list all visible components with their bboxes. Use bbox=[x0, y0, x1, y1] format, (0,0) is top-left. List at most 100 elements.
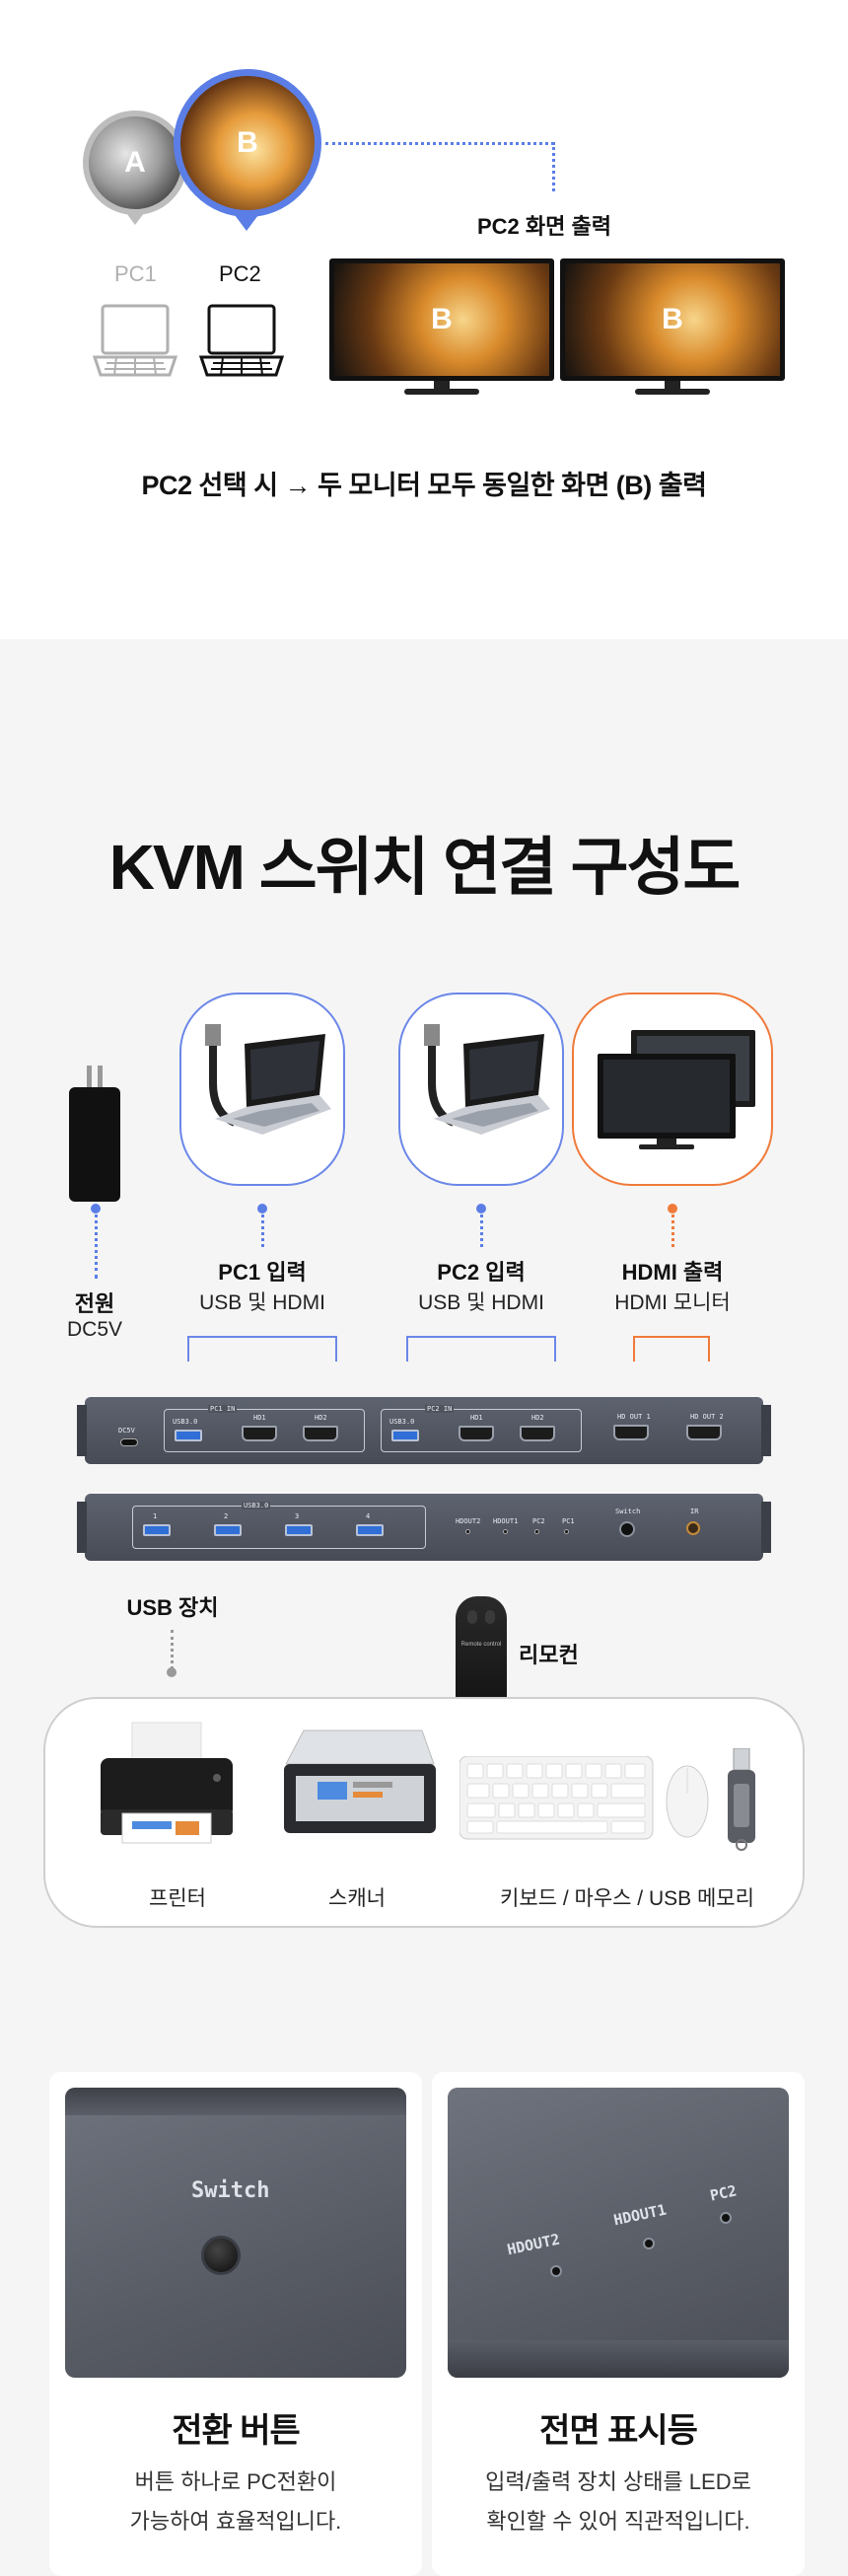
switch-button-photo: Switch bbox=[65, 2088, 406, 2378]
usb-port-4 bbox=[356, 1524, 384, 1536]
feature-title-leds: 전면 표시등 bbox=[539, 2412, 698, 2450]
mouse-icon bbox=[666, 1765, 709, 1838]
pc1-laptop-with-cable-icon bbox=[205, 1024, 331, 1135]
photo-hdout2-label: HDOUT2 bbox=[505, 2230, 562, 2259]
pc2-laptop-with-cable-icon bbox=[424, 1024, 550, 1135]
front-leds-photo: HDOUT2 HDOUT1 PC2 bbox=[448, 2088, 789, 2378]
usb-hub-label: USB3.0 bbox=[242, 1502, 271, 1509]
led-pc1 bbox=[564, 1529, 569, 1534]
power-adapter-icon bbox=[69, 1066, 120, 1202]
led-hdout1 bbox=[503, 1529, 508, 1534]
diagram-title: KVM 스위치 연결 구성도 bbox=[108, 832, 742, 903]
pc1-port-group: PC1 IN USB3.0 HD1 HD2 bbox=[164, 1405, 365, 1452]
kvm-rear-panel: DC5V PC1 IN USB3.0 HD1 HD2 PC2 IN USB3.0… bbox=[77, 1397, 771, 1464]
pc-switch-comparison-section: A B PC1 PC2 PC2 화면 출력 B B PC2 선택 시 → 두 모… bbox=[0, 0, 848, 639]
monitor-1-label: B bbox=[431, 303, 453, 335]
remote-label: 리모컨 bbox=[519, 1643, 579, 1667]
bubble-b-pointer bbox=[232, 211, 261, 231]
pc2-screen-bubble: B bbox=[174, 69, 321, 217]
bubble-a-label: A bbox=[124, 146, 146, 179]
switch-engraving: Switch bbox=[191, 2178, 270, 2203]
dc-port bbox=[120, 1438, 138, 1446]
usb-memory-icon bbox=[728, 1748, 755, 1851]
pc1-connector-dot bbox=[257, 1204, 267, 1214]
pc2-subtitle: USB 및 HDMI bbox=[418, 1291, 544, 1314]
photo-led-hdout1 bbox=[643, 2238, 655, 2249]
connector-line bbox=[325, 142, 554, 145]
led-pc2 bbox=[534, 1529, 539, 1534]
pc2-hd1-label: HD1 bbox=[470, 1414, 483, 1422]
hdmi-out-subtitle: HDMI 모니터 bbox=[614, 1291, 731, 1314]
switch-knob bbox=[201, 2236, 241, 2275]
monitor-2: B bbox=[560, 258, 785, 401]
pc2-hd2-label: HD2 bbox=[531, 1414, 544, 1422]
hdmi-bracket bbox=[633, 1336, 710, 1362]
pc1-hd1-label: HD1 bbox=[253, 1414, 266, 1422]
printer-icon bbox=[101, 1722, 233, 1844]
pc2-laptop-icon bbox=[198, 304, 285, 377]
bubble-a-pointer bbox=[123, 209, 147, 225]
pc2-connector bbox=[480, 1208, 483, 1247]
pc1-laptop-icon bbox=[92, 304, 178, 377]
photo-pc2-label: PC2 bbox=[708, 2181, 739, 2205]
feature-title-switch: 전환 버튼 bbox=[172, 2412, 301, 2450]
usb-port-2 bbox=[214, 1524, 242, 1536]
pc1-connector bbox=[261, 1208, 264, 1247]
pc1-screen-bubble: A bbox=[83, 110, 187, 215]
usb-port-1 bbox=[143, 1524, 171, 1536]
pc2-port-group: PC2 IN USB3.0 HD1 HD2 bbox=[381, 1405, 582, 1452]
power-connector bbox=[95, 1208, 98, 1279]
photo-led-pc2 bbox=[720, 2212, 732, 2224]
led-hdout2 bbox=[465, 1529, 470, 1534]
power-connector-dot bbox=[91, 1204, 101, 1214]
pc1-bracket bbox=[187, 1336, 337, 1362]
pc2-title: PC2 입력 bbox=[437, 1260, 526, 1285]
switch-label: Switch bbox=[615, 1508, 641, 1515]
kvm-diagram-section: KVM 스위치 연결 구성도 bbox=[0, 639, 848, 2576]
hdmi-out1-port bbox=[613, 1425, 649, 1440]
usb-devices-connector-dot bbox=[167, 1667, 177, 1677]
photo-hdout1-label: HDOUT1 bbox=[611, 2200, 669, 2230]
power-title: 전원 bbox=[74, 1291, 115, 1316]
usb-port-4-label: 4 bbox=[366, 1512, 371, 1520]
usb-devices-box: 프린터 스캐너 키보드 / 마우스 / USB 메모리 bbox=[43, 1697, 805, 1928]
hdmi-connector-dot bbox=[668, 1204, 677, 1214]
switch-button[interactable] bbox=[619, 1521, 635, 1537]
scanner-label: 스캐너 bbox=[328, 1887, 386, 1910]
usb-port-3 bbox=[285, 1524, 313, 1536]
pc1-usb-label: USB3.0 bbox=[173, 1418, 198, 1426]
hdmi-monitors-frame bbox=[572, 993, 773, 1186]
led-hdout2-label: HDOUT2 bbox=[456, 1517, 481, 1525]
usb-hub-port-group: USB3.0 1 2 3 4 bbox=[132, 1502, 426, 1549]
usb-devices-label: USB 장치 bbox=[126, 1595, 219, 1620]
feature-desc-switch: 버튼 하나로 PC전환이 가능하여 효율적입니다. bbox=[49, 2463, 422, 2541]
pc1-hd2-port bbox=[303, 1426, 338, 1441]
photo-led-hdout2 bbox=[550, 2265, 562, 2277]
pc2-connector-dot bbox=[476, 1204, 486, 1214]
pc1-label: PC1 bbox=[114, 261, 157, 286]
pc1-device-frame bbox=[179, 993, 345, 1186]
comparison-caption: PC2 선택 시 → 두 모니터 모두 동일한 화면 (B) 출력 bbox=[141, 471, 707, 500]
pc1-hd2-label: HD2 bbox=[315, 1414, 327, 1422]
pc2-bracket bbox=[406, 1336, 556, 1362]
kvm-front-panel: USB3.0 1 2 3 4 HDOUT2 HDOUT1 PC2 PC1 Swi… bbox=[77, 1494, 771, 1561]
pc1-title: PC1 입력 bbox=[218, 1260, 307, 1285]
dual-monitor-icon bbox=[598, 1030, 755, 1149]
keyboard-icon bbox=[459, 1756, 654, 1840]
pc2-hd2-port bbox=[520, 1426, 555, 1441]
hdmi-out-title: HDMI 출력 bbox=[621, 1260, 724, 1285]
pc2-device-frame bbox=[398, 993, 564, 1186]
usb-devices-connector bbox=[171, 1630, 174, 1669]
led-pc2-label: PC2 bbox=[532, 1517, 545, 1525]
pc1-hd1-port bbox=[242, 1426, 277, 1441]
printer-label: 프린터 bbox=[149, 1887, 206, 1910]
ir-label: IR bbox=[690, 1508, 699, 1515]
scanner-icon bbox=[284, 1730, 436, 1833]
bubble-b-label: B bbox=[237, 126, 258, 159]
pc2-group-label: PC2 IN bbox=[425, 1405, 455, 1413]
hdmi-out2-port bbox=[686, 1425, 722, 1440]
led-pc1-label: PC1 bbox=[562, 1517, 575, 1525]
pc2-hd1-port bbox=[459, 1426, 494, 1441]
input-devices-label: 키보드 / 마우스 / USB 메모리 bbox=[500, 1887, 754, 1910]
remote-text: Remote control bbox=[460, 1642, 502, 1648]
